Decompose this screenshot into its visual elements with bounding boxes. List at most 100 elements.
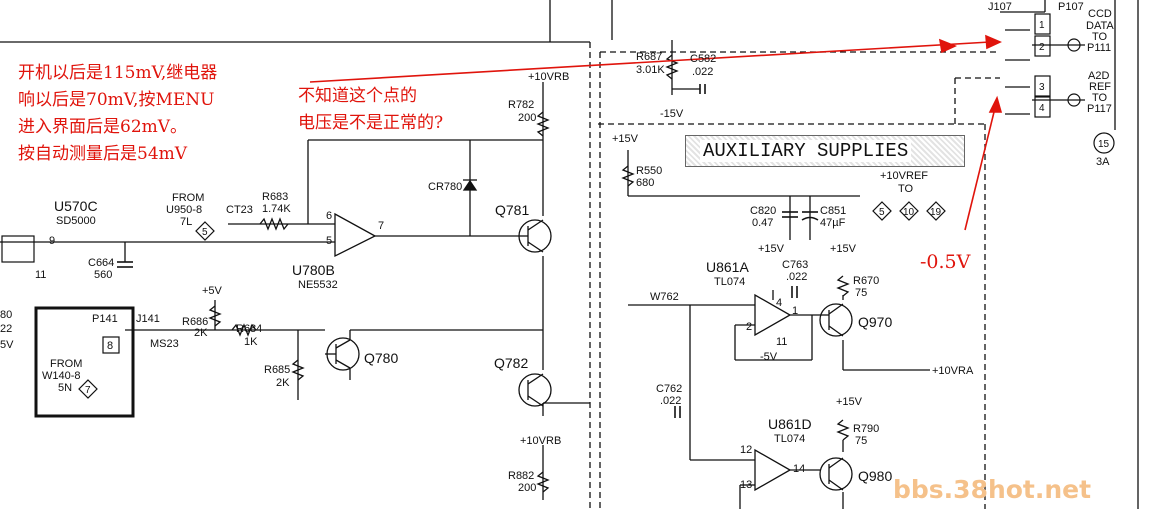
ccd-data-1: CCD	[1088, 8, 1112, 20]
q782-symbol	[518, 373, 552, 407]
net-m15v: -15V	[660, 108, 684, 120]
pin-7: 7	[378, 220, 384, 232]
r550-value: 680	[636, 177, 654, 189]
a2d-ref-1: A2D	[1088, 70, 1109, 82]
a2d-ref-3: TO	[1092, 92, 1108, 104]
p141-label: P141	[92, 313, 118, 325]
c762-label: C762	[656, 383, 682, 395]
pin-u861d-14: 14	[793, 463, 805, 475]
net-p15v-aux: +15V	[612, 133, 639, 145]
c664-value: 560	[94, 269, 112, 281]
u570c-label: U570C	[54, 198, 98, 214]
c820-label: C820	[750, 205, 776, 217]
pin-j107-2: 2	[1039, 42, 1045, 53]
pin-5: 5	[326, 235, 332, 247]
p107-label: P107	[1058, 1, 1084, 13]
from-u950-zone: 7L	[180, 216, 192, 228]
page-ref-15: 15	[1098, 139, 1110, 150]
edge-label-80: 80	[0, 309, 12, 321]
from-u950-from: FROM	[172, 192, 204, 204]
note-left-line-3: 进入界面后是62mV。	[18, 117, 188, 137]
annotation-arrows	[309, 34, 1003, 231]
cr780-label: CR780	[428, 181, 462, 193]
pin-u861d-13: 13	[740, 479, 752, 491]
r782-label: R782	[508, 99, 534, 111]
ms23-label: MS23	[150, 338, 179, 350]
ref-circle-19: 19	[930, 207, 942, 218]
r686-label: R686	[182, 316, 208, 328]
pin-9: 9	[49, 235, 55, 247]
c763-label: C763	[782, 259, 808, 271]
r670-value: 75	[855, 287, 867, 299]
note-left-line-4: 按自动测量后是54mV	[18, 144, 188, 164]
pin-u861a-2: 2	[746, 321, 752, 333]
net-p15v-u861a: +15V	[758, 243, 785, 255]
q980-label: Q980	[858, 468, 892, 484]
net-p15v-q970: +15V	[830, 243, 857, 255]
transistors	[325, 219, 853, 491]
r790-label: R790	[853, 423, 879, 435]
u780b-part: NE5532	[298, 279, 338, 291]
a2d-ref-4: P117	[1087, 103, 1112, 115]
pin-u861d-12: 12	[740, 444, 752, 456]
net-p10vrb-top: +10VRB	[528, 71, 569, 83]
u570c-switch	[1, 235, 35, 263]
r685-value: 2K	[276, 377, 290, 389]
u861d-part: TL074	[774, 433, 805, 445]
pin-u861a-1: 1	[792, 305, 798, 317]
pin-j107-4: 4	[1039, 103, 1045, 114]
j107-label: J107	[988, 1, 1012, 13]
annotation-note-voltage: -0.5V	[920, 251, 971, 273]
from-w140-zone: 5N	[58, 382, 72, 394]
a2d-ref-2: REF	[1089, 81, 1111, 93]
j141-label: J141	[136, 313, 160, 325]
net-p10vrb-bottom: +10VRB	[520, 435, 561, 447]
j107-connector	[1034, 13, 1115, 154]
component-labels: R687 3.01K C582 .022 -15V +10VRB R782 20…	[0, 1, 1114, 494]
resistors	[208, 54, 850, 493]
u861a-label: U861A	[706, 259, 749, 275]
net-p15v-q980: +15V	[836, 396, 863, 408]
r790-value: 75	[855, 435, 867, 447]
r683-value: 1.74K	[262, 203, 291, 215]
from-u950-num: 5	[202, 227, 208, 238]
note-mid-line-1: 不知道这个点的	[298, 86, 417, 106]
r686-value: 2K	[194, 327, 208, 339]
r882-label: R882	[508, 470, 534, 482]
r684-label: R684	[236, 323, 262, 335]
note-mid-line-2: 电压是不是正常的?	[298, 113, 444, 133]
c851-value: 47µF	[820, 217, 846, 229]
u861d-label: U861D	[768, 416, 812, 432]
pin-8: 8	[107, 340, 113, 352]
net-p5v: +5V	[202, 285, 223, 297]
ref-circle-5: 5	[879, 207, 885, 218]
c582-label: C582	[690, 53, 716, 65]
net-p10vra: +10VRA	[932, 365, 974, 377]
from-w140-ref: W140-8	[42, 370, 81, 382]
r782-value: 200	[518, 112, 536, 124]
pin-u861a-11: 11	[776, 336, 787, 348]
c762-value: .022	[660, 395, 681, 407]
q781-symbol	[518, 219, 552, 253]
from-w140-num: 7	[85, 385, 91, 396]
ref-markers	[78, 201, 946, 399]
r687-label: R687	[636, 51, 662, 63]
pin-j107-3: 3	[1039, 82, 1045, 93]
section-title-banner: AUXILIARY SUPPLIES	[685, 135, 965, 167]
annotation-note-left: 开机以后是115mV,继电器 响以后是70mV,按MENU 进入界面后是62mV…	[18, 60, 217, 168]
pin-6: 6	[326, 210, 332, 222]
capacitors	[117, 84, 819, 418]
u861a-part: TL074	[714, 276, 745, 288]
r684-value: 1K	[244, 336, 258, 348]
net-p10vref: +10VREF	[880, 170, 928, 182]
ref-circle-10: 10	[903, 207, 915, 218]
j141-box	[34, 306, 135, 418]
note-left-line-1: 开机以后是115mV,继电器	[18, 63, 218, 83]
u780b-opamp-symbol	[334, 212, 377, 258]
u570c-part: SD5000	[56, 215, 96, 227]
r685-label: R685	[264, 364, 290, 376]
u861d-opamp-symbol	[754, 448, 792, 492]
net-w762: W762	[650, 291, 679, 303]
